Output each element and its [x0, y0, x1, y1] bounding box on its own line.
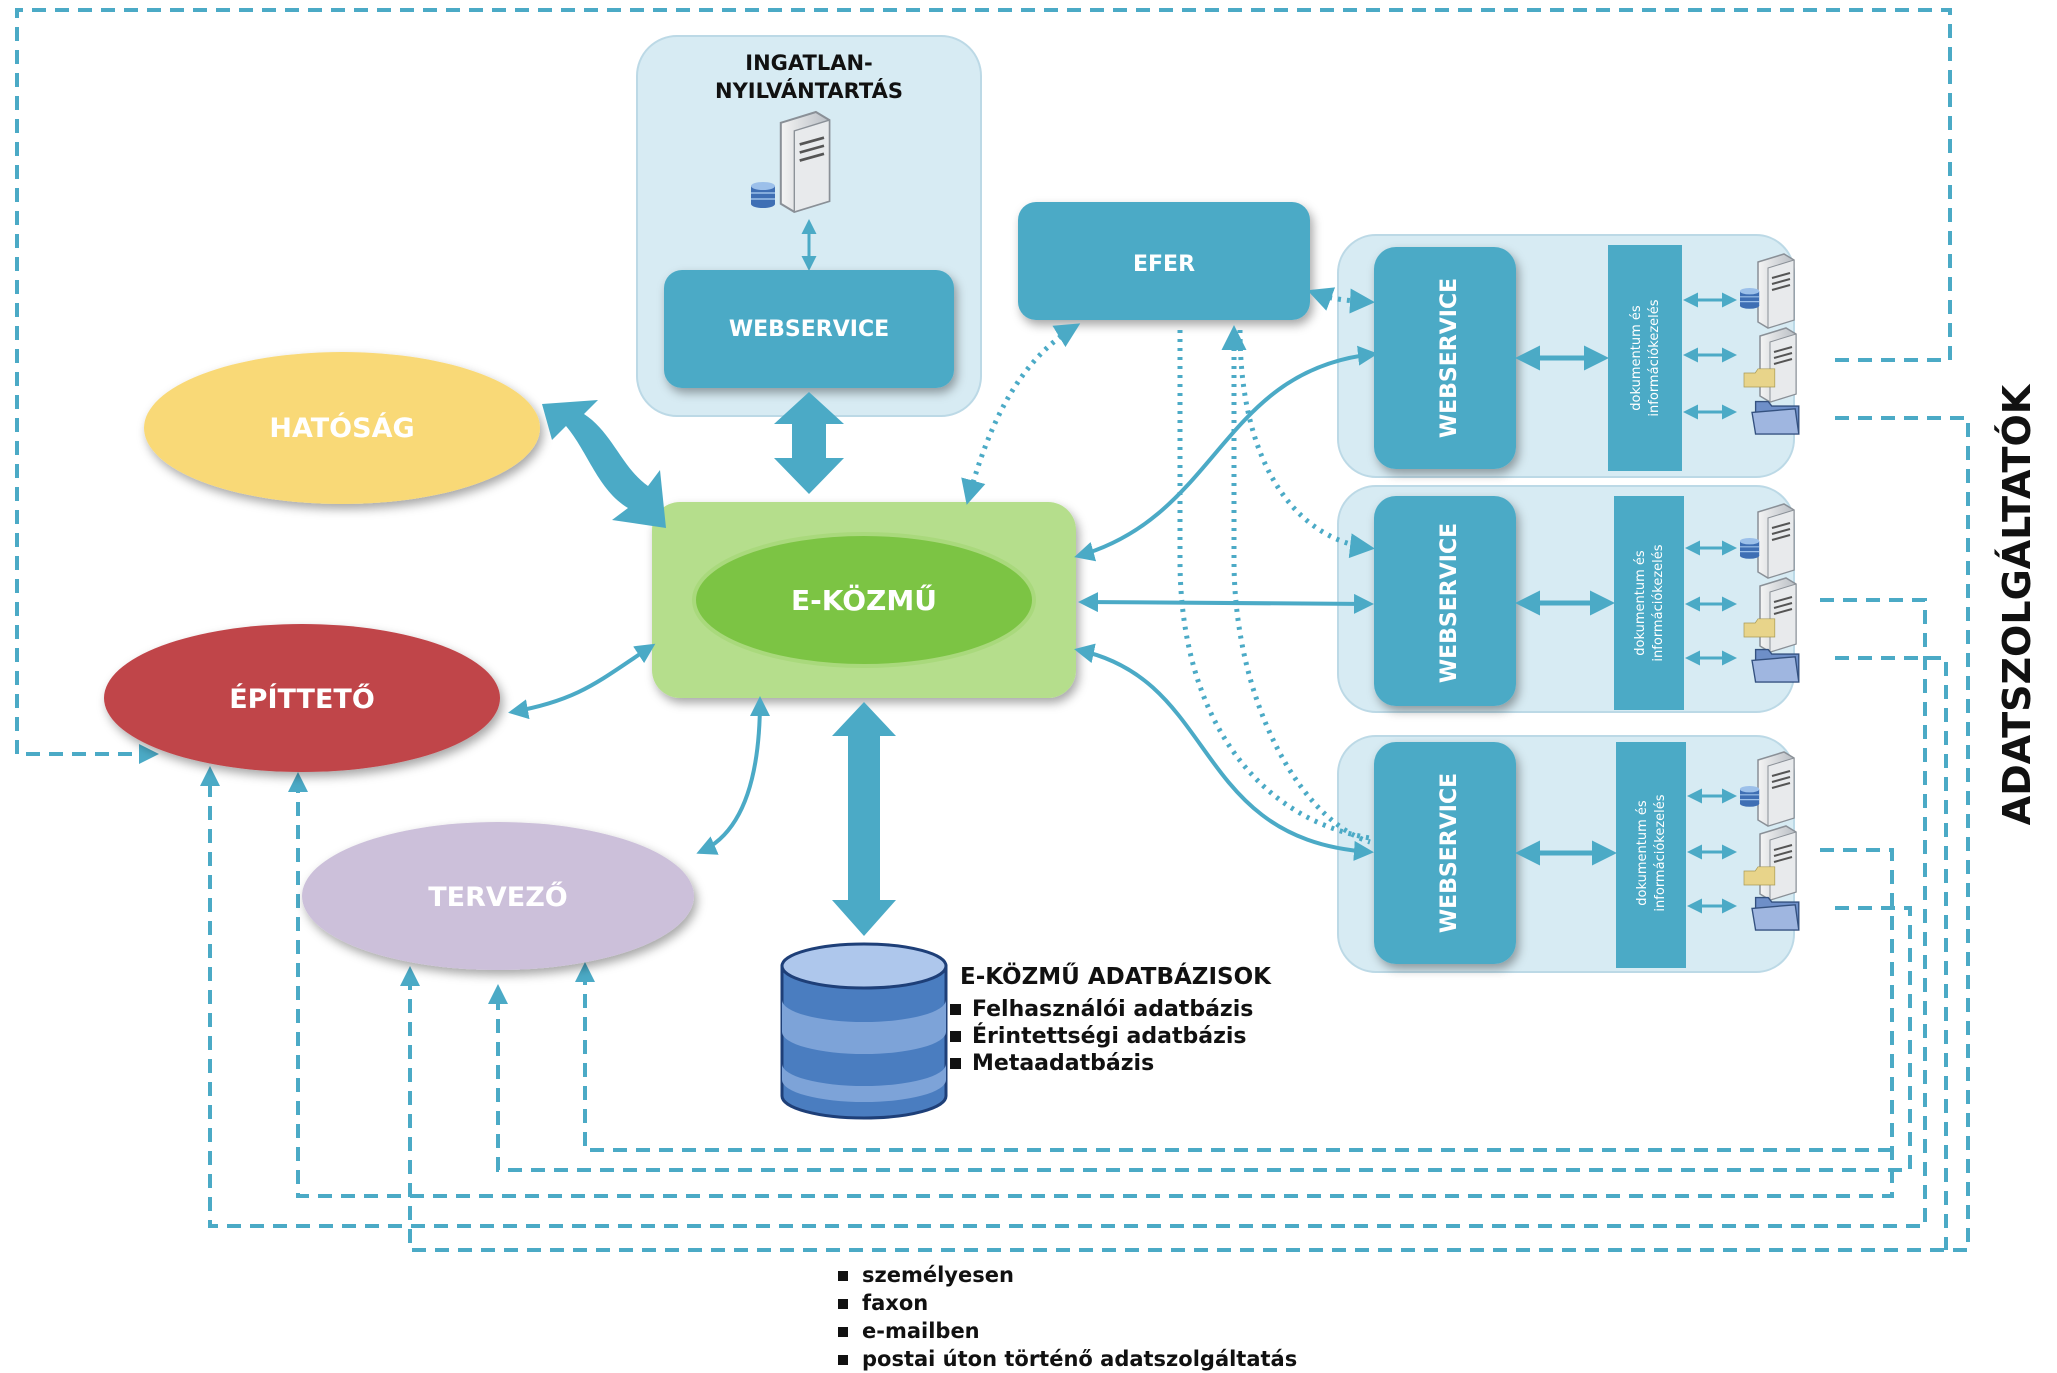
ekozmu-database-icon	[780, 942, 948, 1120]
server-icon	[1759, 825, 1797, 901]
database-icon	[1739, 785, 1760, 808]
server-icon	[1759, 327, 1797, 403]
server-icon	[779, 110, 831, 214]
server-icon	[1757, 503, 1795, 579]
database-icon	[1739, 537, 1760, 560]
provider-panel: WEBSERVICE dokumentum és információkezel…	[1337, 234, 1800, 478]
ingatlan-title-line2: NYILVÁNTARTÁS	[715, 78, 903, 103]
database-icon	[750, 181, 776, 209]
ekozmu-node: E-KÖZMŰ	[652, 502, 1076, 698]
provider-panel: WEBSERVICE dokumentum és információkezel…	[1337, 735, 1800, 973]
provider-webservice-label: WEBSERVICE	[1437, 278, 1462, 438]
provider-webservice-box	[1374, 496, 1516, 706]
server-icon	[1759, 577, 1797, 653]
provider-webservice-box	[1374, 247, 1516, 469]
hatosag-node: HATÓSÁG	[144, 352, 540, 504]
provider-webservice-label: WEBSERVICE	[1437, 773, 1462, 933]
ingatlan-webservice-label: WEBSERVICE	[729, 317, 889, 342]
ingatlan-title-line1: INGATLAN-	[745, 51, 873, 75]
hatosag-label: HATÓSÁG	[269, 412, 414, 444]
doc-label-line2: információkezelés	[1647, 299, 1662, 416]
provider-webservice-label: WEBSERVICE	[1437, 523, 1462, 683]
server-icon	[1757, 751, 1795, 827]
tervezo-label: TERVEZŐ	[428, 881, 568, 913]
database-item: Metaadatbázis	[972, 1051, 1154, 1076]
channel-item: faxon	[862, 1291, 928, 1315]
document-management-box	[1614, 496, 1684, 710]
server-icon	[1757, 253, 1795, 329]
database-title: E-KÖZMŰ ADATBÁZISOK	[960, 962, 1272, 990]
provider-webservice-box	[1374, 742, 1516, 964]
document-management-box	[1616, 742, 1686, 968]
channel-item: személyesen	[862, 1263, 1014, 1287]
folder-icon	[1751, 896, 1800, 931]
efer-label: EFER	[1133, 252, 1195, 277]
database-item: Felhasználói adatbázis	[972, 997, 1253, 1022]
provider-panel: WEBSERVICE dokumentum és információkezel…	[1337, 485, 1800, 713]
epitteto-label: ÉPÍTTETŐ	[229, 683, 375, 715]
folder-icon	[1751, 648, 1800, 683]
doc-label-line1: dokumentum és	[1633, 550, 1648, 656]
database-items: Felhasználói adatbázis Érintettségi adat…	[950, 997, 1253, 1076]
channel-list: személyesen faxon e-mailben postai úton …	[838, 1263, 1297, 1371]
document-management-box	[1608, 245, 1682, 471]
channel-item: e-mailben	[862, 1319, 980, 1343]
doc-label-line1: dokumentum és	[1635, 800, 1650, 906]
ingatlan-panel: INGATLAN- NYILVÁNTARTÁS WEBSERVICE	[636, 35, 982, 417]
doc-label-line2: információkezelés	[1651, 544, 1666, 661]
dotted-connectors	[961, 287, 1375, 845]
thick-arrows	[542, 392, 896, 936]
doc-label-line2: információkezelés	[1653, 794, 1668, 911]
database-item: Érintettségi adatbázis	[972, 1023, 1247, 1049]
epitteto-node: ÉPÍTTETŐ	[104, 624, 500, 772]
adatszolgaltatok-label: ADATSZOLGÁLTATÓK	[1995, 383, 2039, 825]
doc-label-line1: dokumentum és	[1629, 305, 1644, 411]
ekozmu-label: E-KÖZMŰ	[791, 583, 937, 617]
channel-item: postai úton történő adatszolgáltatás	[862, 1347, 1297, 1371]
folder-icon	[1751, 400, 1800, 435]
efer-node: EFER	[1018, 202, 1310, 320]
dashed-feedback-lines	[15, 8, 1970, 1252]
ingatlan-webservice-box	[664, 270, 954, 388]
solid-connectors	[508, 345, 1378, 861]
database-icon	[1739, 287, 1760, 310]
tervezo-node: TERVEZŐ	[302, 822, 694, 970]
